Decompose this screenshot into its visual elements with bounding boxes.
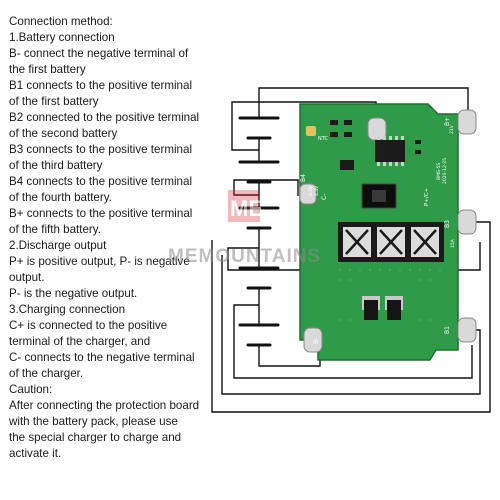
label-current: 15A bbox=[450, 238, 456, 248]
label-b-minus: B- bbox=[313, 338, 320, 344]
wires bbox=[211, 87, 491, 413]
wire-b3 bbox=[233, 179, 299, 196]
pad-b-minus bbox=[303, 327, 323, 353]
instruction-line: B2 connected to the positive terminal bbox=[9, 111, 200, 124]
label-cell-v: 4.2V bbox=[308, 185, 314, 196]
instruction-line: of the fifth battery. bbox=[9, 223, 101, 236]
instruction-line: After connecting the protection board bbox=[9, 399, 200, 412]
watermark-text: MEMOUNTAINS bbox=[168, 246, 321, 267]
instruction-line: Caution: bbox=[9, 383, 53, 396]
ic-pins bbox=[377, 136, 404, 166]
instruction-line: of the fourth battery. bbox=[9, 191, 112, 204]
label-ntc: NTC bbox=[318, 136, 329, 142]
instruction-line: B- connect the negative terminal of bbox=[9, 47, 189, 60]
smd-components bbox=[330, 120, 421, 170]
instruction-line: terminal of the charger, and bbox=[9, 335, 151, 348]
instruction-line: 3.Charging connection bbox=[9, 303, 126, 316]
dot-grid bbox=[339, 269, 441, 321]
label-cell-v2: 4.4V bbox=[314, 185, 320, 196]
wire-b2 bbox=[227, 242, 481, 271]
instruction-line: B+ connects to the positive terminal bbox=[9, 207, 193, 220]
instruction-line: P- is the negative output. bbox=[9, 287, 138, 300]
pad-b1 bbox=[457, 317, 477, 343]
wire-b-plus bbox=[258, 87, 469, 118]
instruction-line: output. bbox=[9, 271, 45, 284]
label-b1: B1 bbox=[444, 326, 451, 334]
instruction-line: of the second battery bbox=[9, 127, 118, 140]
pad-b-plus bbox=[457, 109, 477, 135]
instruction-line: B3 connects to the positive terminal bbox=[9, 143, 193, 156]
protection-board: B+ B4 B3 B1 B- C- P+/C+ NTC BMS-5S 2020-… bbox=[299, 103, 477, 361]
instruction-line: the special charger to charge and bbox=[9, 431, 182, 444]
instruction-line: P+ is positive output, P- is negative bbox=[9, 255, 190, 268]
instruction-line: 1.Battery connection bbox=[9, 31, 115, 44]
instruction-line: C+ is connected to the positive bbox=[9, 319, 168, 332]
switch-slider bbox=[372, 190, 386, 202]
watermark-logo: ME bbox=[230, 196, 263, 221]
instruction-line: C- connects to the negative terminal bbox=[9, 351, 195, 364]
label-b-plus: B+ bbox=[444, 117, 451, 126]
label-model: BMS-5S bbox=[436, 163, 442, 180]
label-b3: B3 bbox=[444, 220, 451, 228]
instruction-line: of the charger. bbox=[9, 367, 84, 380]
pad-c-minus bbox=[299, 183, 317, 205]
mosfets bbox=[362, 296, 403, 320]
instruction-line: of the first battery bbox=[9, 95, 99, 108]
instruction-line: Connection method: bbox=[9, 15, 113, 28]
pad-ntc bbox=[306, 126, 316, 136]
control-ic bbox=[375, 140, 405, 162]
wire-b1 bbox=[233, 304, 473, 379]
instruction-line: with the battery pack, please use bbox=[9, 415, 178, 428]
wire-output-loop-2 bbox=[221, 255, 481, 395]
label-p-c-plus: P+/C+ bbox=[424, 187, 430, 206]
label-b4: B4 bbox=[300, 174, 307, 182]
instruction-line: the first battery bbox=[9, 63, 86, 76]
watermark-logo-mark bbox=[228, 190, 260, 222]
pad-b3 bbox=[457, 209, 477, 235]
instruction-line: activate it. bbox=[9, 447, 62, 460]
instruction-line: B4 connects to the positive terminal bbox=[9, 175, 193, 188]
watermark: ME MEMOUNTAINS bbox=[168, 190, 321, 267]
instruction-line: of the third battery bbox=[9, 159, 103, 172]
label-c-minus: C- bbox=[321, 194, 328, 200]
label-date: 2020-12-25 bbox=[442, 158, 448, 184]
label-21v: 21V bbox=[449, 124, 455, 134]
instruction-line: B1 connects to the positive terminal bbox=[9, 79, 193, 92]
connection-instructions: Connection method: 1.Battery connection … bbox=[9, 14, 209, 462]
inductor-coils bbox=[345, 229, 437, 255]
wire-output-loop bbox=[211, 221, 491, 413]
instruction-line: 2.Discharge output bbox=[9, 239, 107, 252]
